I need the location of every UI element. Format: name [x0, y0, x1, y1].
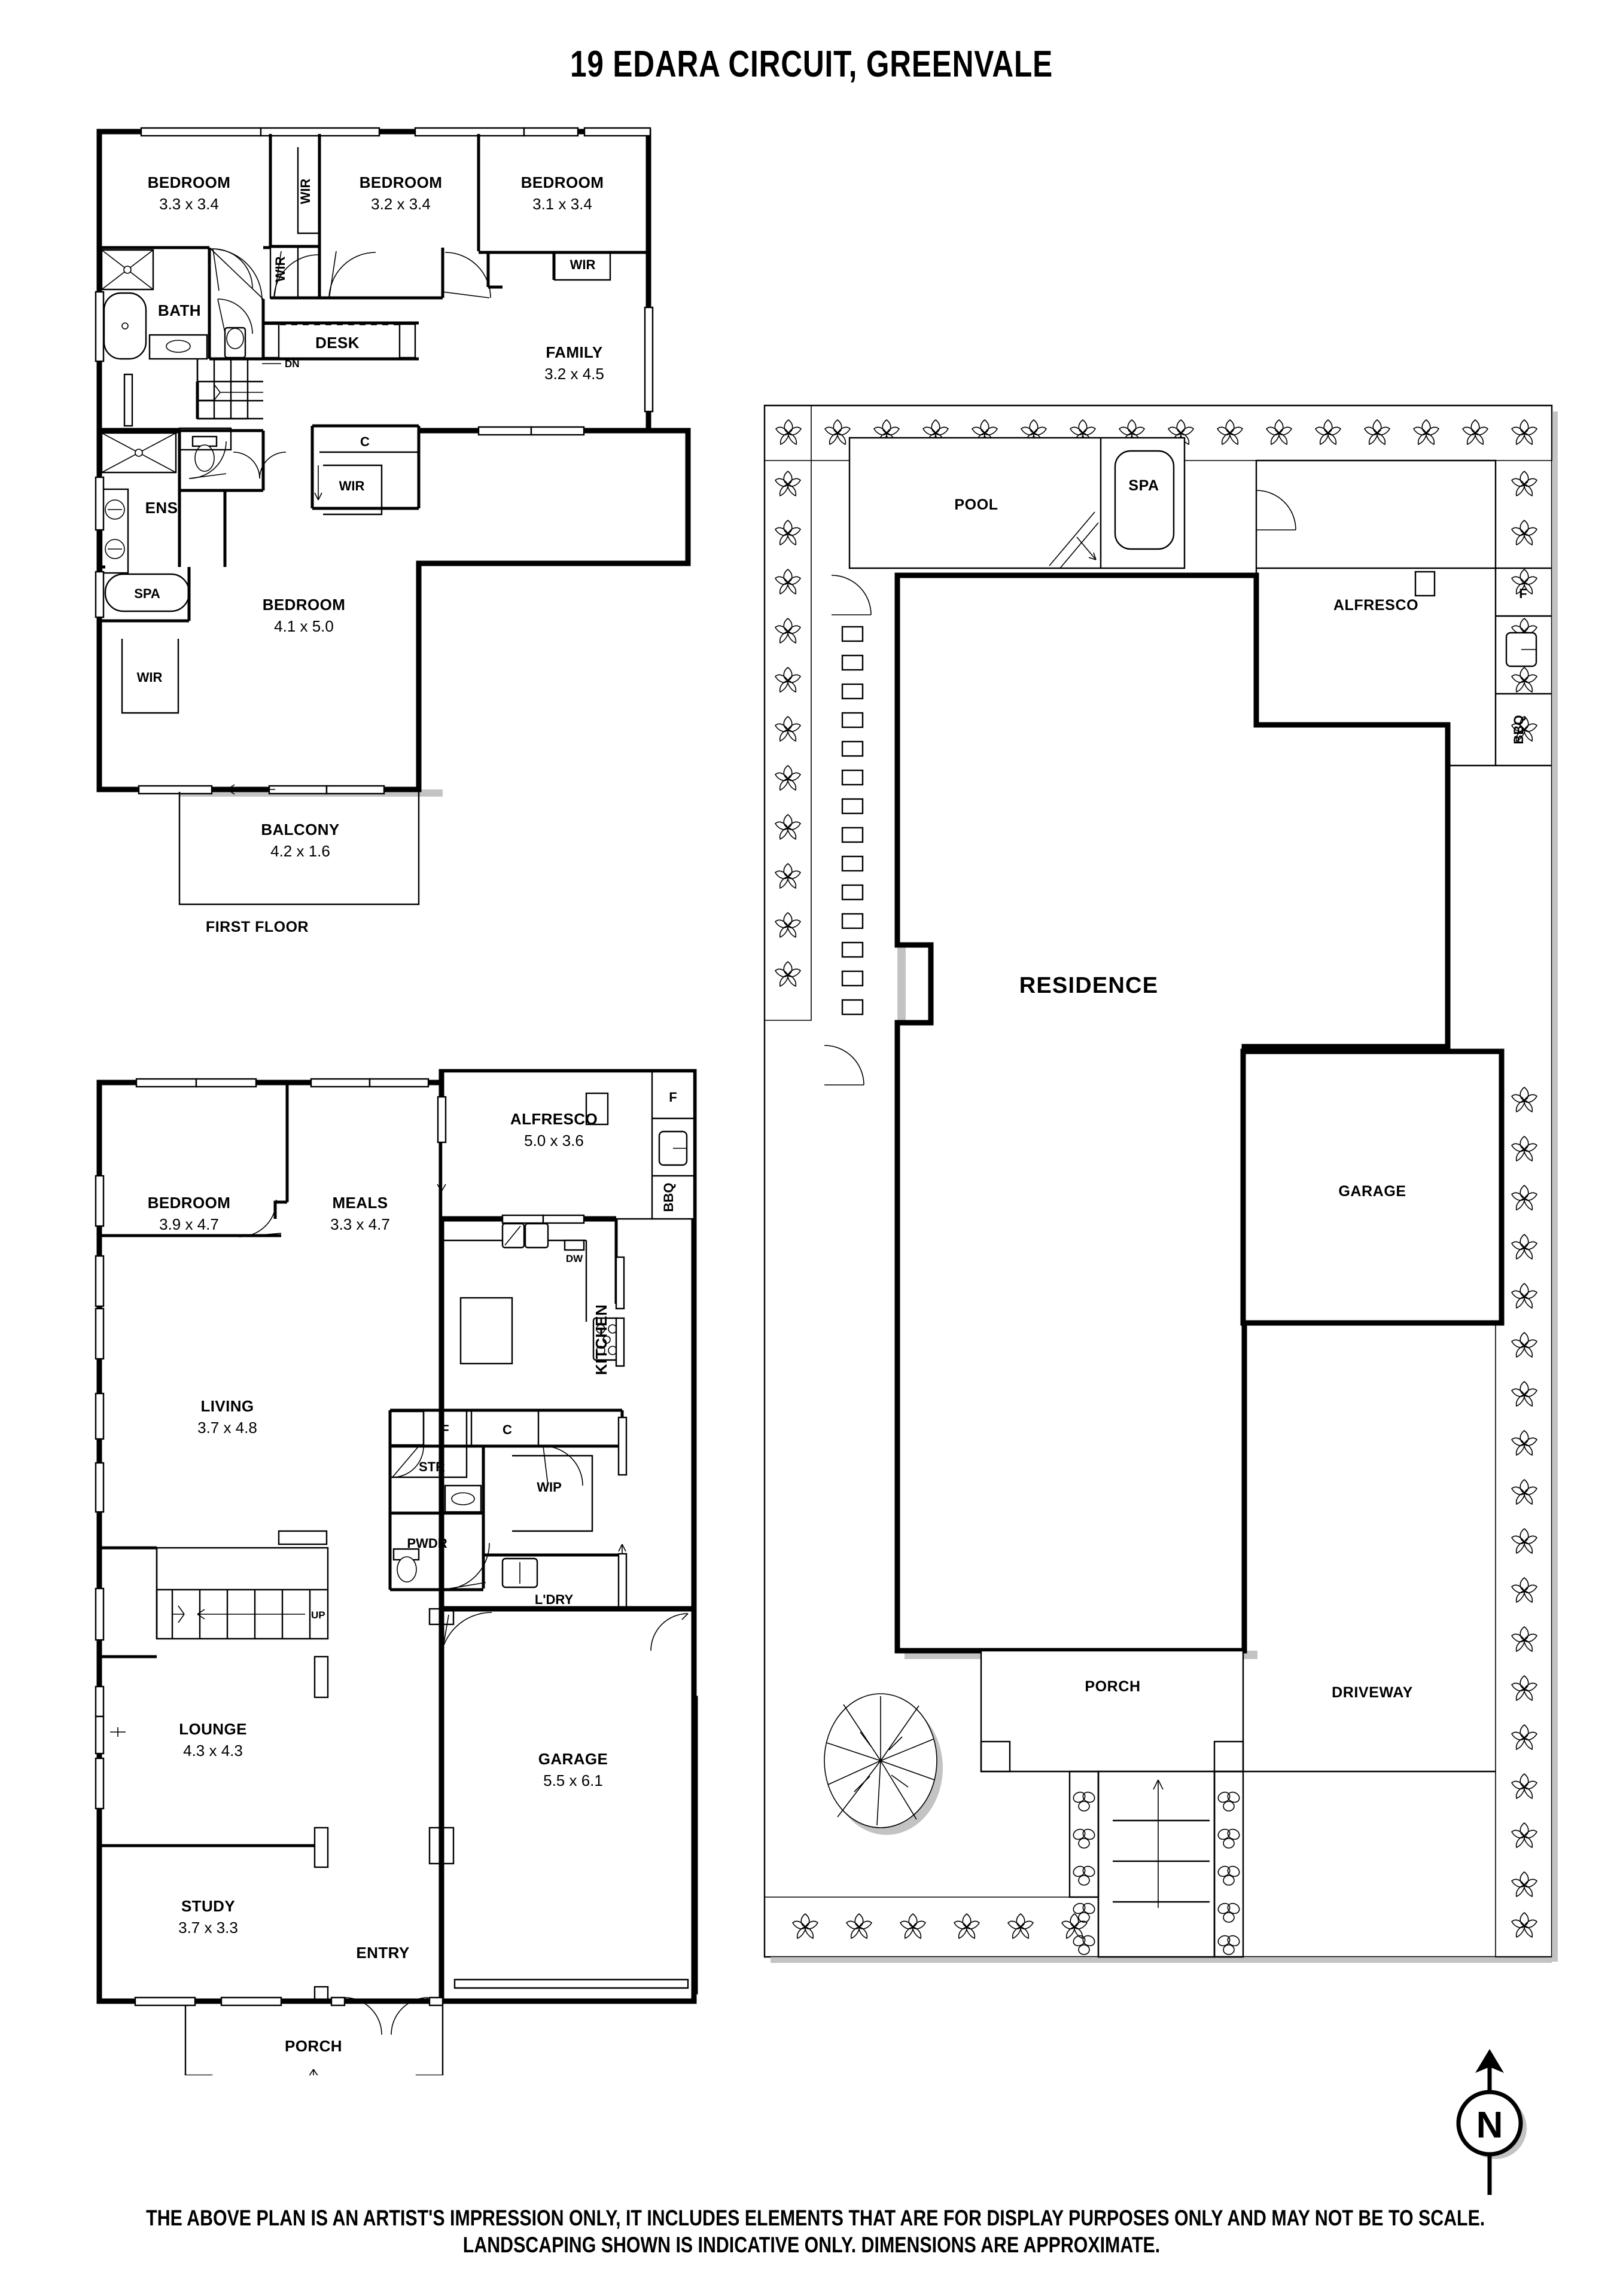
room-label-entry: ENTRY	[356, 1944, 409, 1962]
site-label-pool: POOL	[954, 496, 998, 513]
bbq-label: BBQ	[661, 1183, 676, 1212]
room-label-bedroom-1: BEDROOM	[148, 173, 231, 191]
room-label-bedroom-2: BEDROOM	[360, 173, 443, 191]
room-label-garage: GARAGE	[538, 1750, 608, 1768]
site-label-bbq: BBQ	[1511, 715, 1526, 745]
dishwasher-label: DW	[566, 1253, 583, 1264]
room-label-bedroom-ground: BEDROOM	[148, 1194, 231, 1212]
room-dim-bedroom-3: 3.1 x 3.4	[532, 195, 592, 213]
room-label-kitchen: KITCHEN	[592, 1304, 610, 1375]
room-dim-family: 3.2 x 4.5	[544, 365, 604, 383]
room-dim-bedroom-ground: 3.9 x 4.7	[159, 1215, 219, 1233]
disclaimer-line-2: LANDSCAPING SHOWN IS INDICATIVE ONLY. DI…	[462, 2233, 1161, 2258]
compass-rose: N	[1456, 2049, 1527, 2195]
site-label-residence: RESIDENCE	[1019, 973, 1159, 998]
fridge-label-kitchen: F	[441, 1422, 449, 1437]
room-label-lounge: LOUNGE	[179, 1720, 247, 1738]
room-label-alfresco: ALFRESCO	[510, 1110, 598, 1128]
site-label-spa: SPA	[1128, 477, 1159, 494]
residence-window-marks	[841, 626, 864, 1016]
room-label-desk: DESK	[315, 334, 360, 352]
site-label-garage: GARAGE	[1338, 1183, 1406, 1200]
room-label-living: LIVING	[200, 1397, 254, 1415]
wir-label-1: WIR	[298, 179, 313, 205]
store-label-str: STR	[419, 1459, 445, 1474]
room-label-balcony: BALCONY	[261, 821, 339, 838]
entry-steps	[1068, 1770, 1244, 1958]
room-label-family: FAMILY	[546, 343, 602, 361]
compass-north-label: N	[1476, 2105, 1503, 2146]
wir-label-5: WIR	[339, 478, 365, 493]
site-label-porch: PORCH	[1085, 1678, 1140, 1695]
disclaimer-line-1: THE ABOVE PLAN IS AN ARTIST'S IMPRESSION…	[146, 2206, 1485, 2230]
room-label-pwdr: PWDR	[407, 1536, 447, 1551]
room-label-bedroom-3: BEDROOM	[521, 173, 604, 191]
site-label-fridge: F	[1519, 586, 1527, 601]
residence-footprint	[894, 572, 1451, 1659]
desk-nook	[262, 321, 419, 361]
room-dim-lounge: 4.3 x 4.3	[183, 1742, 243, 1760]
closet-label-c: C	[360, 434, 370, 449]
first-floor-label: FIRST FLOOR	[206, 919, 309, 935]
pool-area	[848, 437, 1186, 569]
site-label-driveway: DRIVEWAY	[1332, 1684, 1413, 1701]
tree-icon	[824, 1693, 943, 1835]
site-label-alfresco: ALFRESCO	[1333, 597, 1418, 614]
disclaimer: THE ABOVE PLAN IS AN ARTIST'S IMPRESSION…	[146, 2204, 1485, 2258]
window-group-top	[140, 127, 651, 137]
room-label-porch: PORCH	[285, 2037, 342, 2055]
ground-floor-plan: DW	[95, 1069, 698, 2075]
room-dim-alfresco: 5.0 x 3.6	[524, 1132, 584, 1149]
stair-first-floor: DN	[196, 358, 300, 420]
room-dim-bedroom-1: 3.3 x 3.4	[159, 195, 219, 213]
room-label-bath: BATH	[158, 301, 201, 319]
room-dim-bedroom-2: 3.2 x 3.4	[371, 195, 431, 213]
wir-label-2: WIR	[273, 257, 288, 282]
room-dim-meals: 3.3 x 4.7	[330, 1215, 390, 1233]
room-dim-living: 3.7 x 4.8	[197, 1419, 257, 1437]
room-dim-garage: 5.5 x 6.1	[543, 1771, 603, 1789]
site-porch	[980, 1649, 1244, 1773]
room-label-meals: MEALS	[333, 1194, 388, 1212]
room-label-spa: SPA	[134, 586, 160, 601]
room-label-wip: WIP	[537, 1480, 562, 1495]
page-title: 19 EDARA CIRCUIT, GREENVALE	[570, 44, 1053, 85]
room-label-ldry: L'DRY	[535, 1592, 574, 1607]
room-dim-study: 3.7 x 3.3	[178, 1919, 238, 1937]
room-label-study: STUDY	[181, 1897, 235, 1915]
site-garage	[1240, 1048, 1505, 1326]
stair-ground-floor: UP	[99, 1546, 329, 1640]
fridge-label-alfresco: F	[669, 1090, 677, 1105]
svg-text:DN: DN	[285, 358, 300, 370]
room-dim-master-bedroom: 4.1 x 5.0	[274, 617, 334, 635]
room-dim-balcony: 4.2 x 1.6	[270, 842, 330, 860]
north-arrow-icon	[1475, 2049, 1504, 2073]
wir-label-4: WIR	[137, 670, 163, 685]
stair-direction-up: UP	[311, 1609, 325, 1621]
room-label-master-bedroom: BEDROOM	[263, 596, 346, 614]
closet-label-kitchen: C	[503, 1422, 512, 1437]
room-label-ens: ENS	[145, 499, 178, 517]
first-floor-plan: DN	[95, 127, 691, 935]
wir-label-3: WIR	[570, 257, 596, 272]
site-plan: POOL SPA ALFRESCO F BBQ RESIDENCE	[763, 404, 1558, 1963]
